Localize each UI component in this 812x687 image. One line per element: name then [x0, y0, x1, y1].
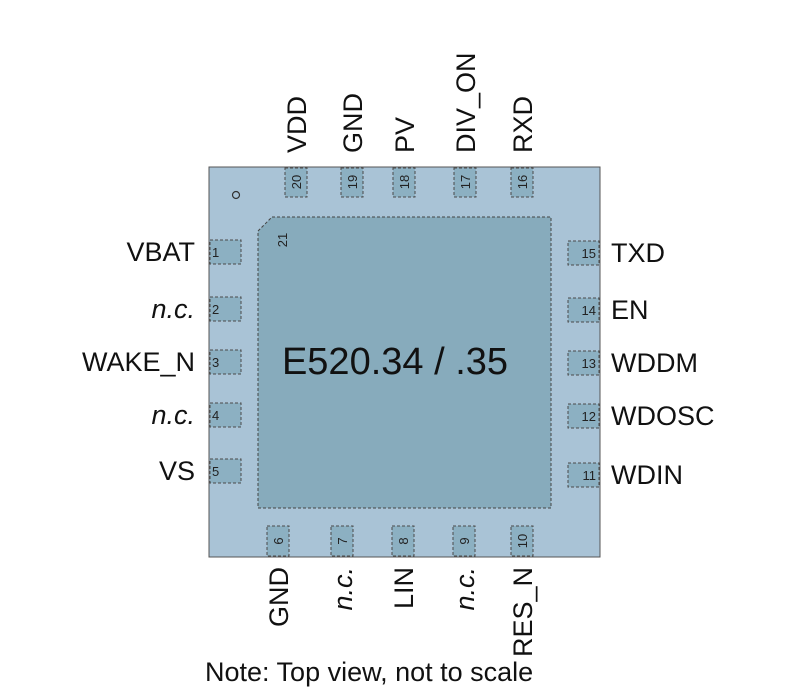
pin-10-number: 10 — [515, 534, 530, 548]
pin-10-label: RES_N — [508, 567, 538, 657]
pin-4-number: 4 — [212, 408, 219, 423]
pinout-diagram: 21 E520.34 / .35 1VBAT2n.c.3WAKE_N4n.c.5… — [82, 52, 715, 657]
pin-12-label: WDOSC — [611, 401, 715, 431]
pin-16-number: 16 — [515, 175, 530, 189]
pin-19-label: GND — [338, 93, 368, 153]
pin-12-pad — [567, 403, 600, 429]
pin-15-pad — [567, 240, 600, 266]
pin-11-pad — [567, 462, 600, 488]
pin-18-label: PV — [390, 117, 420, 153]
pin-5-pad — [209, 458, 242, 484]
pin-10-pad — [510, 525, 534, 557]
pin-18-number: 18 — [397, 175, 412, 189]
pin1-marker-icon — [231, 190, 241, 200]
pin-17-label: DIV_ON — [451, 52, 481, 153]
pin-7-label: n.c. — [328, 567, 358, 611]
pin-9-pad — [452, 525, 476, 557]
pin-19-number: 19 — [345, 175, 360, 189]
pin-9-number: 9 — [457, 537, 472, 544]
exposed-pad — [257, 216, 552, 509]
pin-6-number: 6 — [271, 537, 286, 544]
package-title: E520.34 / .35 — [282, 341, 508, 383]
pin-8-label: LIN — [389, 567, 419, 609]
pin-4-pad — [209, 402, 242, 428]
pin-1-pad — [209, 239, 242, 265]
pin-4-label: n.c. — [151, 400, 195, 430]
pin-11-number: 11 — [583, 468, 597, 483]
pin-2-pad — [209, 296, 242, 322]
pin-13-label: WDDM — [611, 348, 698, 378]
pin-16-pad — [510, 167, 534, 198]
pin-13-pad — [567, 350, 600, 376]
pin-6-pad — [266, 525, 290, 557]
pin-17-pad — [453, 167, 477, 198]
pin-5-number: 5 — [212, 464, 219, 479]
pins-layer: 1VBAT2n.c.3WAKE_N4n.c.5VS6GND7n.c.8LIN9n… — [82, 52, 715, 657]
pin-14-number: 14 — [582, 303, 596, 318]
pin-20-pad — [284, 167, 308, 198]
pin-3-number: 3 — [212, 355, 219, 370]
pin-3-label: WAKE_N — [82, 347, 195, 377]
pin-20-label: VDD — [282, 96, 312, 153]
pin-2-number: 2 — [212, 302, 219, 317]
pin-13-number: 13 — [582, 356, 596, 371]
pin-14-pad — [567, 297, 600, 323]
pin-2-label: n.c. — [151, 294, 195, 324]
pin-8-number: 8 — [396, 537, 411, 544]
pin-18-pad — [392, 167, 416, 198]
pin-8-pad — [391, 525, 415, 557]
pin-7-number: 7 — [335, 537, 350, 544]
pin-1-number: 1 — [212, 245, 219, 260]
footnote: Note: Top view, not to scale — [205, 657, 534, 687]
pin-16-label: RXD — [508, 96, 538, 153]
pin-3-pad — [209, 349, 242, 375]
pin-12-number: 12 — [582, 409, 596, 424]
pin-9-label: n.c. — [450, 567, 480, 611]
pin-19-pad — [340, 167, 364, 198]
pin-17-number: 17 — [458, 175, 473, 189]
pin-5-label: VS — [159, 456, 195, 486]
pin-14-label: EN — [611, 295, 649, 325]
pin-6-label: GND — [264, 567, 294, 627]
exposed-pad-number: 21 — [275, 233, 290, 247]
pin-1-label: VBAT — [126, 237, 195, 267]
pin-20-number: 20 — [289, 175, 304, 189]
pin-11-label: WDIN — [611, 460, 683, 490]
pin-7-pad — [330, 525, 354, 557]
pin-15-label: TXD — [611, 238, 665, 268]
pin-15-number: 15 — [582, 246, 596, 261]
